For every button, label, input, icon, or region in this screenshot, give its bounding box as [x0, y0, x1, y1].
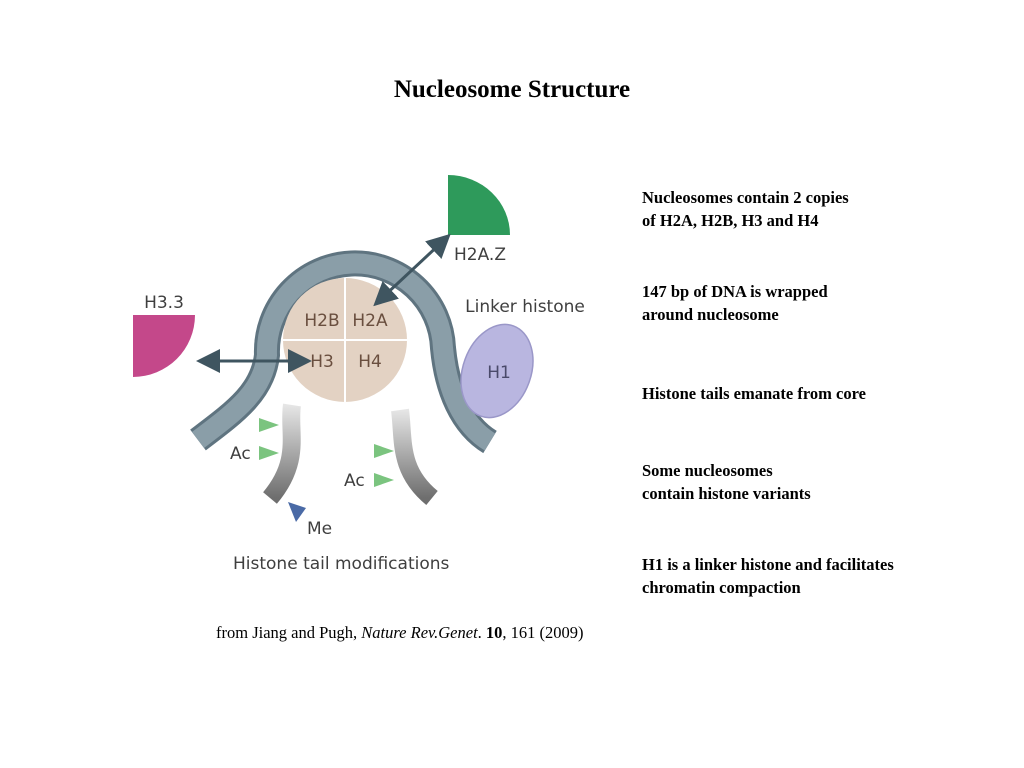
h1-label: H1 [487, 363, 511, 383]
h1-shape [460, 323, 534, 419]
note-line: Nucleosomes contain 2 copies [642, 188, 849, 207]
h33-label: H3.3 [144, 293, 184, 313]
citation-journal: Nature Rev.Genet [361, 623, 478, 642]
citation: from Jiang and Pugh, Nature Rev.Genet. 1… [216, 623, 584, 643]
note-histone-tails: Histone tails emanate from core [642, 382, 1012, 405]
histone-tail-left [262, 403, 301, 504]
histone-tail-right [391, 408, 439, 505]
h2a-label: H2A [352, 311, 388, 331]
h2az-label: H2A.Z [454, 245, 506, 265]
citation-rest: , 161 (2009) [502, 623, 584, 642]
note-dna-wrapping: 147 bp of DNA is wrapped around nucleoso… [642, 280, 1012, 326]
h2az-shape [448, 175, 510, 235]
h2az-exchange-arrow [373, 233, 451, 307]
note-line: Some nucleosomes [642, 461, 773, 480]
note-line: H1 is a linker histone and facilitates [642, 555, 894, 574]
note-line: around nucleosome [642, 305, 779, 324]
note-line: of H2A, H2B, H3 and H4 [642, 211, 819, 230]
nucleosome-diagram: H2B H2A H3 H4 H2A.Z H3.3 Linker histone … [133, 175, 585, 574]
ac-mark-right-1 [374, 444, 394, 458]
ac-mark-left-1 [259, 418, 279, 432]
h2b-label: H2B [304, 311, 339, 331]
slide-title: Nucleosome Structure [393, 76, 631, 103]
ac-left-label: Ac [230, 444, 251, 464]
h33-shape [133, 315, 195, 377]
citation-dot: . [477, 623, 486, 642]
note-histone-variants: Some nucleosomes contain histone variant… [642, 459, 1012, 505]
citation-prefix: from Jiang and Pugh, [216, 623, 362, 642]
note-linker-histone: H1 is a linker histone and facilitates c… [642, 553, 1012, 599]
ac-mark-right-2 [374, 473, 394, 487]
h3-label: H3 [310, 352, 334, 372]
note-line: 147 bp of DNA is wrapped [642, 282, 828, 301]
note-line: chromatin compaction [642, 578, 801, 597]
ac-right-label: Ac [344, 471, 365, 491]
me-label: Me [307, 519, 332, 539]
linker-histone-label: Linker histone [465, 297, 585, 317]
me-mark [288, 502, 306, 522]
note-line: contain histone variants [642, 484, 811, 503]
nucleosome-figure: H2B H2A H3 H4 H2A.Z H3.3 Linker histone … [120, 160, 600, 590]
note-line: Histone tails emanate from core [642, 384, 866, 403]
ac-mark-left-2 [259, 446, 279, 460]
note-core-composition: Nucleosomes contain 2 copies of H2A, H2B… [642, 186, 1012, 232]
histone-tail-modifications-caption: Histone tail modifications [233, 554, 450, 574]
h4-label: H4 [358, 352, 382, 372]
citation-volume: 10 [485, 623, 503, 642]
